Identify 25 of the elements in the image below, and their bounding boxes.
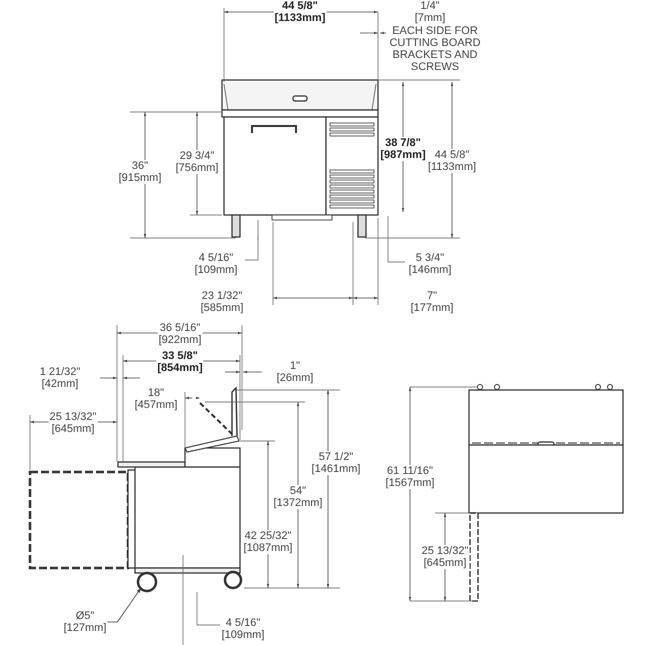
dimension-label: 57 1/2" [1461mm]	[310, 451, 362, 475]
dimension-label: Ø5" [127mm]	[62, 610, 108, 634]
dimension-label: 33 5/8" [854mm]	[156, 350, 204, 374]
dimension-label: 44 5/8" [1133mm]	[274, 0, 326, 24]
dimension-label: 25 13/32" [645mm]	[420, 545, 470, 569]
dimension-label: 4 5/16" [109mm]	[194, 252, 238, 276]
dimension-label: 44 5/8" [1133mm]	[426, 149, 478, 173]
dimension-label: 54" [1372mm]	[272, 485, 324, 509]
dimension-label: 1" [26mm]	[276, 360, 314, 384]
dimension-label: 29 3/4" [756mm]	[174, 150, 220, 174]
dimension-label: 23 1/32" [585mm]	[200, 290, 244, 314]
dimension-label: 25 13/32" [645mm]	[48, 411, 98, 435]
dimension-label: 1/4" [7mm]	[414, 0, 446, 24]
dimension-label: 1 21/32" [42mm]	[38, 366, 82, 390]
dimension-label: 4 5/16" [109mm]	[220, 617, 266, 641]
dimension-label: 42 25/32" [1087mm]	[242, 530, 294, 554]
dimension-label: 38 7/8" [987mm]	[379, 137, 427, 161]
dimension-label: 5 3/4" [146mm]	[408, 252, 452, 276]
dimension-label: 18" [457mm]	[134, 387, 178, 411]
dimension-label: 36 5/16" [922mm]	[158, 322, 202, 346]
dimension-label: 7" [177mm]	[410, 290, 454, 314]
caster-wheel	[136, 572, 158, 592]
leader-line	[107, 588, 142, 622]
dimension-label: 61 11/16" [1567mm]	[384, 465, 436, 489]
dimension-label: 36" [915mm]	[118, 160, 162, 184]
